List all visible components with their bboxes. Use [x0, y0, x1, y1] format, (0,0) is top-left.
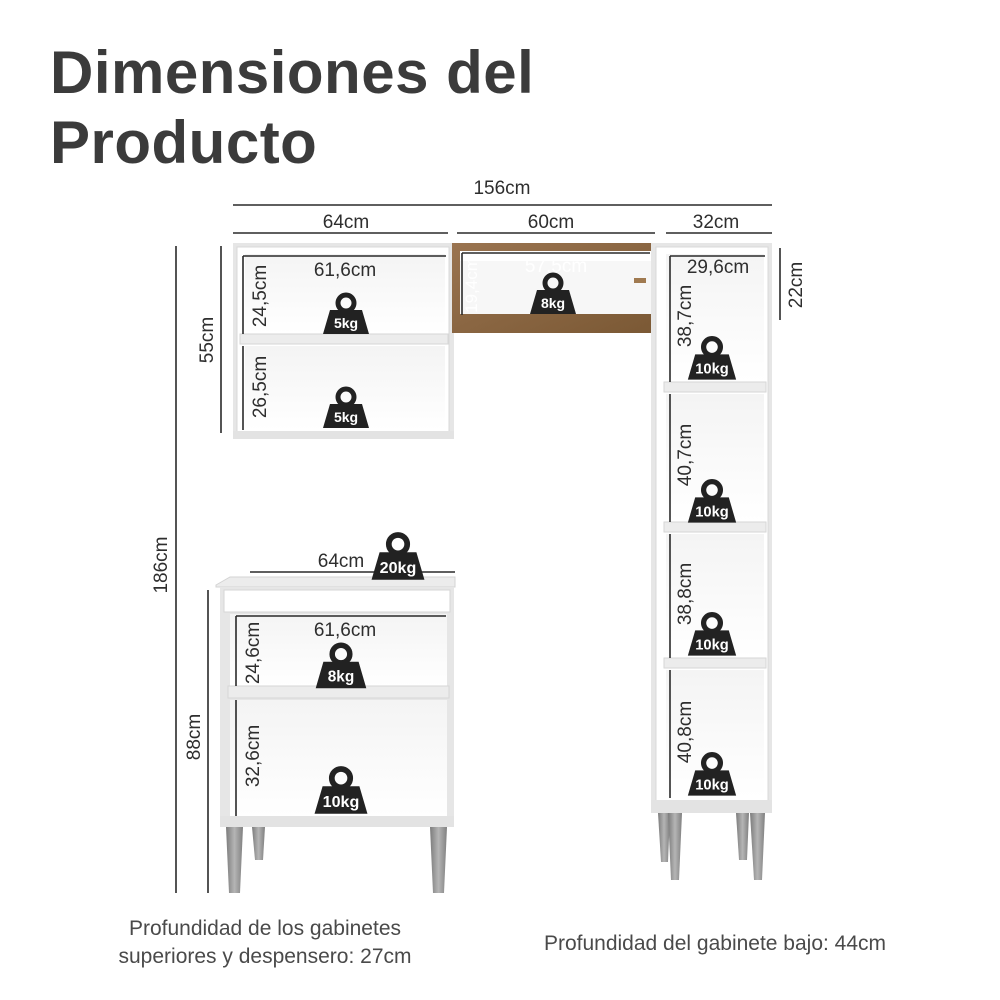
pantry-cabinet [651, 243, 772, 880]
label-upper-mid-width: 60cm [528, 212, 574, 233]
depth-note-base: Profundidad del gabinete bajo: 44cm [543, 932, 887, 955]
weight-label: 20kg [380, 559, 417, 577]
upper-mid-hinge [634, 278, 646, 283]
label-pantry-shelf1: 38,7cm [675, 285, 696, 347]
weight-icon-base-2: 10kg [314, 766, 368, 814]
upper-left-cabinet [233, 243, 454, 439]
label-base-shelf1: 24,6cm [243, 622, 264, 684]
pantry-leg-4 [750, 813, 765, 880]
weight-label: 10kg [323, 793, 360, 811]
weight-body [687, 630, 737, 656]
label-base-shelf2: 32,6cm [243, 725, 264, 787]
pantry-leg-2 [668, 813, 682, 880]
label-total-height: 186cm [151, 536, 172, 593]
weight-label: 10kg [695, 361, 728, 377]
pantry-leg-3 [736, 813, 749, 860]
dimension-labels-vertical: 186cm 55cm 22cm 88cm 24,5cm 26,5cm 19,4c… [151, 257, 807, 787]
label-um-inner-width: 57,5cm [525, 256, 587, 277]
weight-icon-pantry-3: 10kg [687, 612, 737, 656]
weight-icons: 5kg 5kg 8kg 10kg 10kg 10kg 10kg 20kg 8kg 10kg [314, 272, 737, 814]
label-base-inner-width: 61,6cm [314, 620, 376, 641]
pantry-shelf-2 [663, 521, 767, 533]
upper-left-bottom [233, 431, 454, 439]
weight-icon-upper-left-1: 5kg [323, 292, 369, 334]
weight-label: 10kg [695, 637, 728, 653]
base-leg-1 [226, 827, 243, 893]
weight-body [314, 786, 368, 814]
dimension-labels-horizontal: 156cm 64cm 60cm 32cm 61,6cm 57,5cm 29,6c… [314, 178, 749, 641]
weight-icon-pantry-1: 10kg [687, 336, 737, 380]
weight-body [687, 770, 737, 796]
weight-icon-upper-left-2: 5kg [323, 386, 369, 428]
label-base-height: 88cm [184, 714, 205, 760]
page-title: Dimensiones del Producto [50, 38, 534, 178]
weight-icon-upper-mid: 8kg [530, 272, 576, 314]
upper-left-shelf [239, 333, 449, 345]
label-pantry-shelf2: 40,7cm [675, 424, 696, 486]
label-upper-left-height: 55cm [197, 317, 218, 363]
weight-icon-base-top: 20kg [371, 532, 425, 580]
label-base-width: 64cm [318, 551, 364, 572]
weight-icon-pantry-4: 10kg [687, 752, 737, 796]
weight-body [315, 661, 367, 689]
label-upper-left-width: 64cm [323, 212, 369, 233]
pantry-shelf-1 [663, 381, 767, 393]
weight-label: 10kg [695, 777, 728, 793]
label-um-inner-height: 19,4cm [462, 257, 481, 313]
weight-icon-base-1: 8kg [315, 642, 367, 689]
weight-ring [385, 532, 411, 557]
weight-icon-pantry-2: 10kg [687, 479, 737, 523]
weight-body [687, 497, 737, 523]
weight-body [371, 552, 425, 580]
weight-label: 5kg [334, 315, 358, 331]
base-leg-2 [252, 827, 265, 860]
weight-label: 8kg [328, 669, 355, 686]
label-pantry-shelf4: 40,8cm [675, 701, 696, 763]
pantry-bottom [651, 800, 772, 813]
weight-body [323, 404, 369, 428]
pantry-shelf-3 [663, 657, 767, 669]
dimension-lines [175, 204, 781, 893]
upper-mid-interior-top [460, 251, 654, 261]
base-bottom [220, 816, 454, 827]
base-drawer-front [223, 589, 451, 613]
label-ul-inner-width: 61,6cm [314, 260, 376, 281]
pantry-leg-1 [658, 813, 670, 862]
label-pantry-inner-width: 29,6cm [687, 257, 749, 278]
label-pantry-shelf3: 38,8cm [675, 563, 696, 625]
weight-body [687, 354, 737, 380]
weight-label: 10kg [695, 504, 728, 520]
label-total-width: 156cm [473, 178, 530, 199]
weight-body [530, 290, 576, 314]
base-leg-3 [430, 827, 447, 893]
title-line-2: Producto [50, 109, 318, 176]
weight-body [323, 310, 369, 334]
label-pantry-width: 32cm [693, 212, 739, 233]
label-upper-mid-height: 22cm [786, 262, 807, 308]
weight-label: 8kg [541, 295, 565, 311]
label-ul-shelf2: 26,5cm [250, 356, 271, 418]
depth-note-upper: Profundidad de los gabinetes superiores … [118, 917, 412, 968]
title-line-1: Dimensiones del [50, 39, 535, 106]
weight-label: 5kg [334, 409, 358, 425]
label-ul-shelf1: 24,5cm [250, 265, 271, 327]
